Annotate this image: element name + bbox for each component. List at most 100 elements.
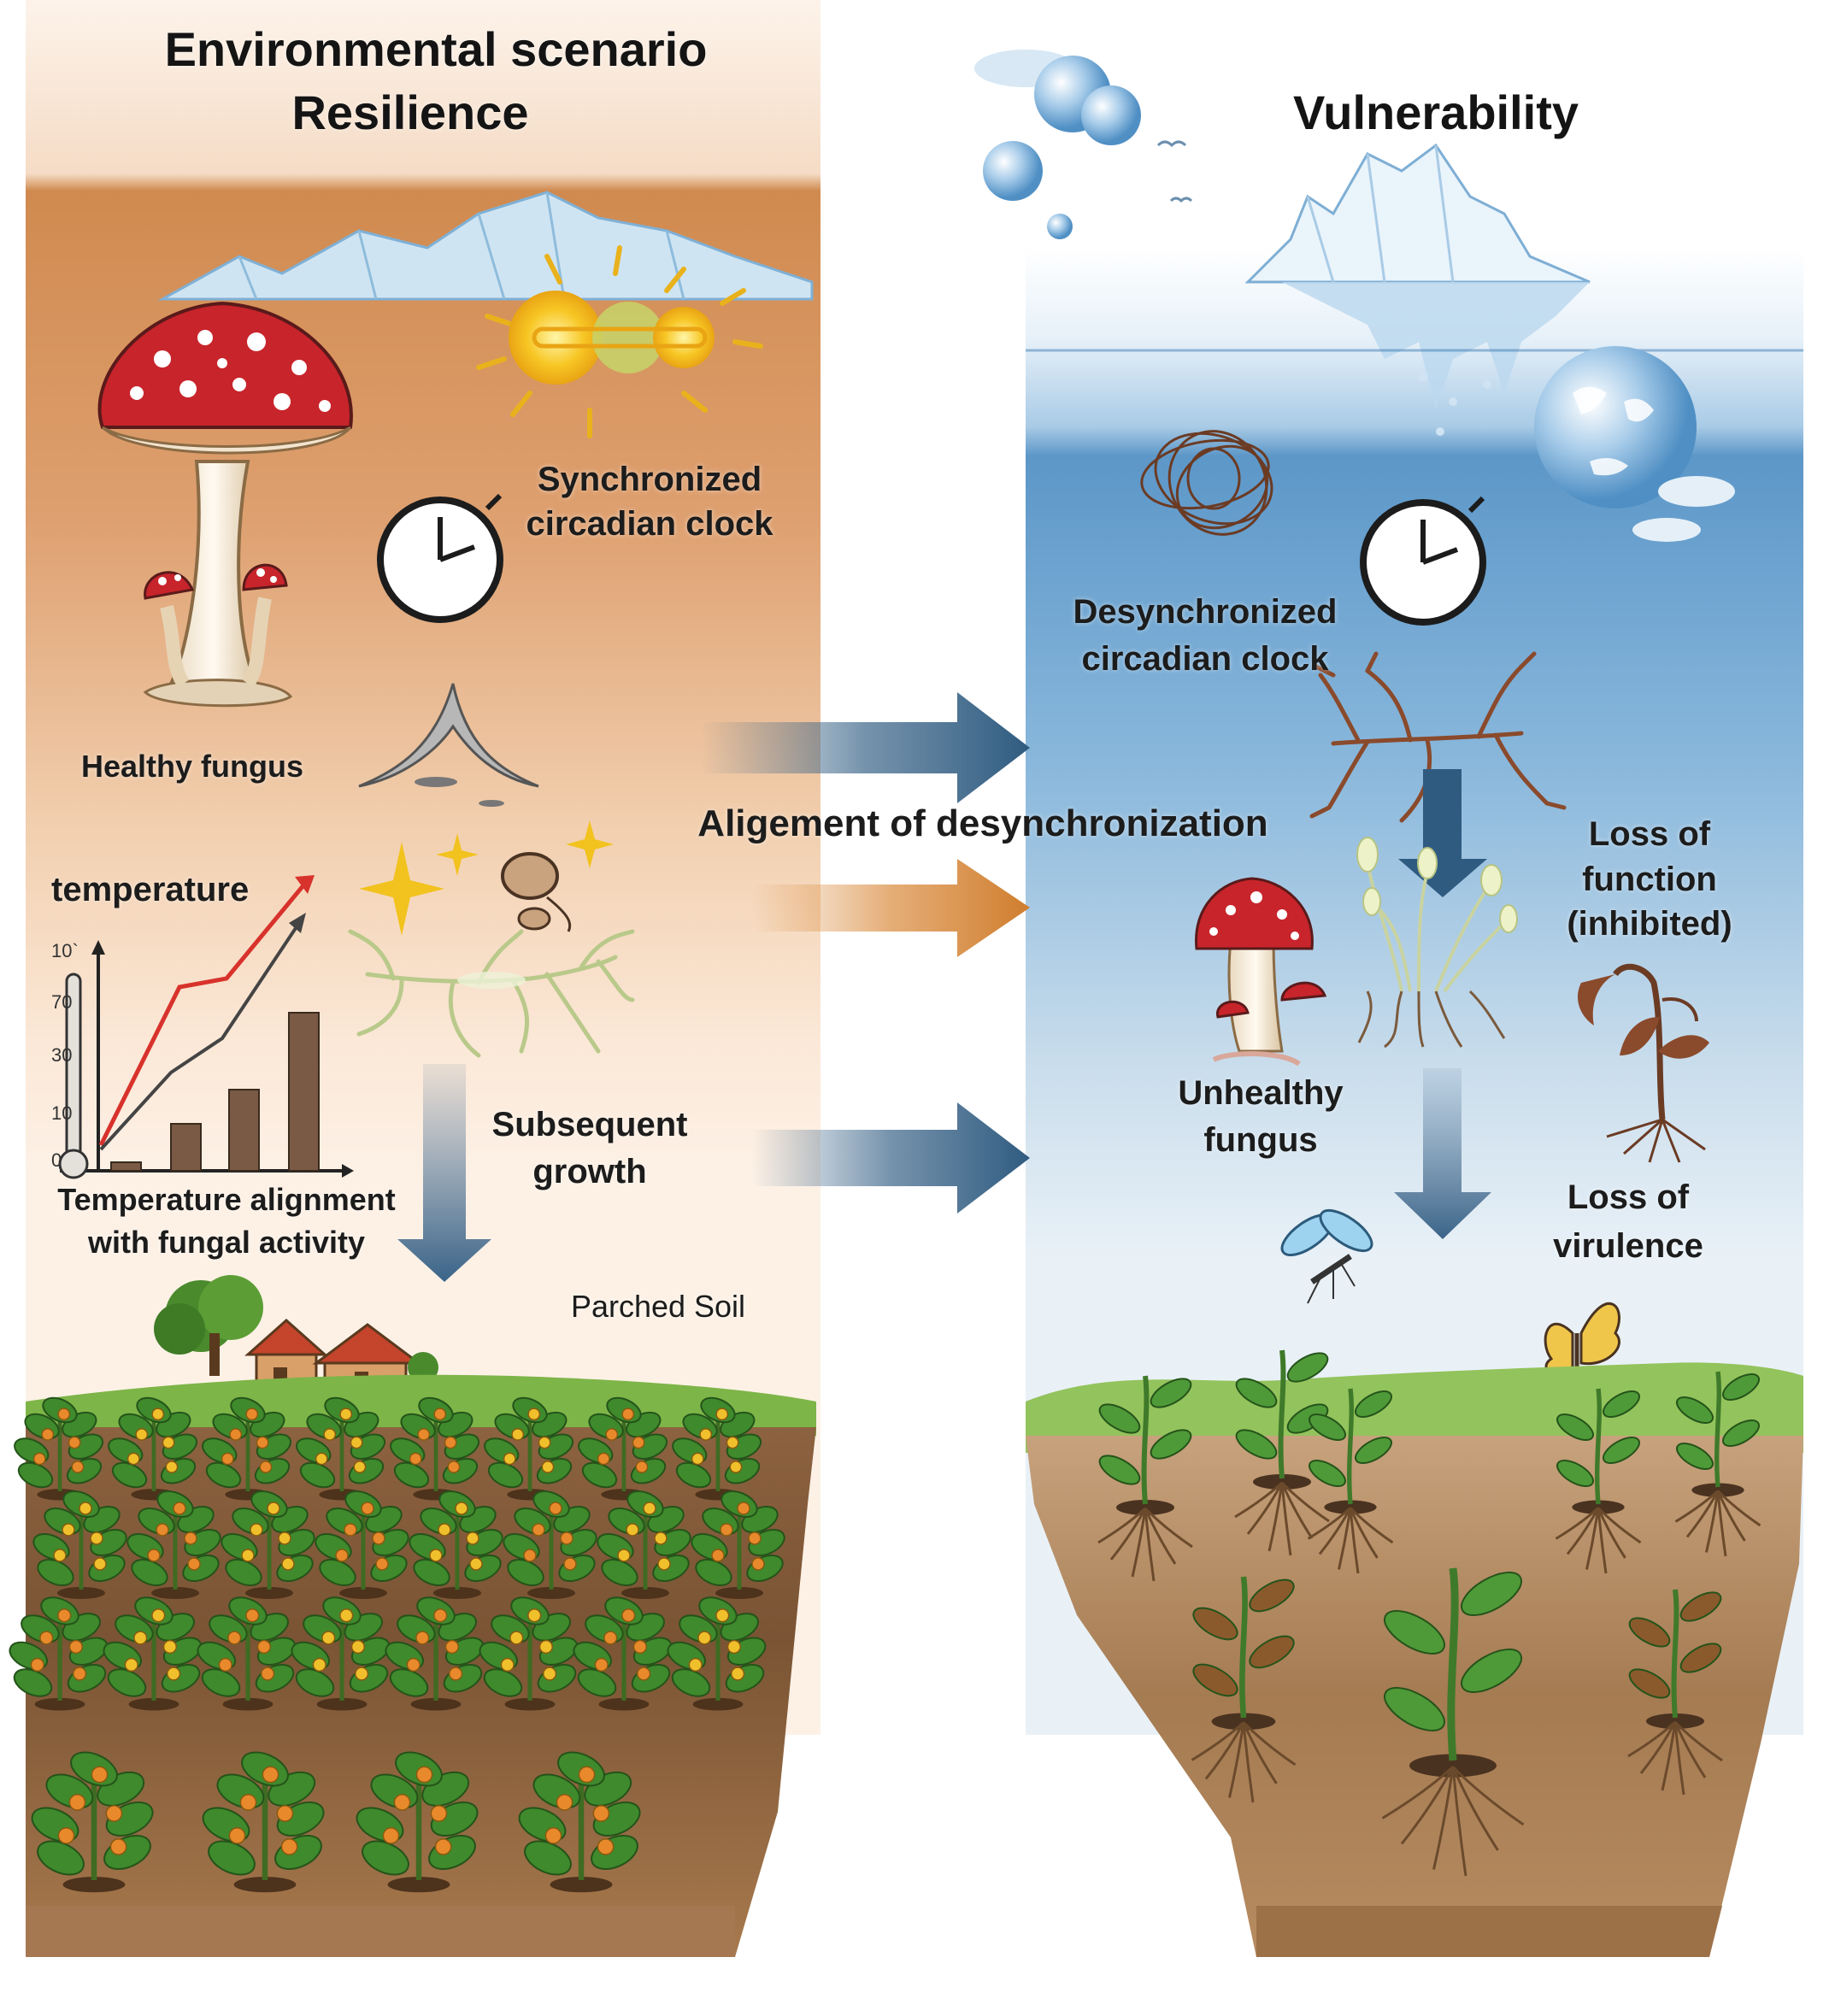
temperature-chart (58, 875, 354, 1179)
crop-plant (221, 1490, 315, 1599)
center-arrow-bottom (752, 1102, 1030, 1214)
crop-plant (108, 1396, 198, 1501)
crop-plant (518, 1751, 641, 1893)
chart-tick-4: 0 (51, 1149, 62, 1171)
healthy-fungus-label: Healthy fungus (81, 749, 304, 784)
sparse-plant (1097, 1375, 1193, 1582)
mosquito-icon (1280, 1208, 1373, 1304)
loss-of-virulence-line1: Loss of (1567, 1178, 1690, 1216)
unhealthy-fungus-line2: fungus (1203, 1121, 1318, 1159)
crop-plant (32, 1490, 127, 1599)
right-panel-bg (1026, 248, 1803, 1735)
mycelium-illustration (348, 929, 635, 1058)
dark-trend-line (99, 921, 301, 1151)
globe-icon (1534, 346, 1735, 542)
chart-bar (170, 1123, 202, 1172)
chart-tick-2: 30 (51, 1044, 73, 1066)
sparse-plant (1381, 1567, 1525, 1877)
sparse-plant (1555, 1388, 1642, 1574)
tangled-threads-icon (1140, 430, 1273, 536)
synchronized-clock-label-line1: Synchronized (537, 461, 762, 498)
right-sparse-plants (1097, 1349, 1761, 1877)
subsequent-growth-label-line1: Subsequent (491, 1106, 688, 1143)
crop-plant (691, 1490, 785, 1599)
synchronized-clock-icon (377, 493, 503, 623)
chart-caption-line1: Temperature alignment (57, 1182, 396, 1217)
chart-bars (110, 1012, 320, 1172)
synchronized-clock-label-line2: circadian clock (526, 505, 773, 543)
sparse-plant (1627, 1589, 1723, 1796)
loss-of-function-line3: (inhibited) (1567, 905, 1732, 943)
left-crop-rows (9, 1396, 785, 1893)
alignment-desynchronization-label: Aligement of desynchronization (697, 802, 1268, 844)
temperature-label: temperature (51, 871, 250, 908)
crop-plant (578, 1396, 668, 1501)
sparse-plant (1674, 1371, 1761, 1557)
chart-bar (110, 1161, 142, 1172)
root-strands (1357, 990, 1506, 1049)
iceberg-illustration (1244, 143, 1591, 436)
sparse-plant (1307, 1388, 1394, 1574)
sparse-plant (1234, 1349, 1330, 1556)
cloud-bubbles-icon (974, 50, 1141, 239)
right-lower-down-arrow (1394, 1068, 1491, 1239)
red-trend-line (98, 879, 309, 1147)
crop-plant (390, 1396, 480, 1501)
crop-plant (672, 1396, 762, 1501)
healthy-mushroom-illustration (97, 301, 353, 708)
left-down-arrow (397, 1064, 491, 1282)
crop-plant (9, 1596, 109, 1711)
chart-bar (228, 1089, 260, 1172)
bird-icon (1156, 140, 1193, 203)
crop-plant (503, 1490, 597, 1599)
chart-tick-0: 10` (51, 940, 79, 961)
subsequent-growth-label-line2: growth (532, 1153, 647, 1190)
unhealthy-mushroom-illustration (1195, 877, 1327, 1067)
tent-shape (358, 683, 539, 788)
crop-plant (296, 1396, 386, 1501)
wilted-plant-illustration (1577, 963, 1709, 1163)
desync-clock-label-line1: Desynchronized (1073, 593, 1338, 631)
desynchronized-clock-icon (1360, 496, 1486, 626)
right-title: Vulnerability (1292, 85, 1579, 139)
crop-plant (291, 1596, 391, 1711)
chart-tick-3: 10 (51, 1102, 73, 1124)
crop-plant (385, 1596, 485, 1711)
loss-of-virulence-line2: virulence (1553, 1227, 1703, 1265)
crop-plant (409, 1490, 503, 1599)
unhealthy-fungus-line1: Unhealthy (1178, 1074, 1344, 1112)
seed-pod-icon (501, 852, 572, 932)
left-title-line2: Resilience (291, 85, 529, 139)
crop-plant (573, 1596, 673, 1711)
left-title-line1: Environmental scenario (164, 22, 708, 76)
sun-icon (476, 245, 763, 438)
crop-plant (315, 1490, 409, 1599)
crop-plant (126, 1490, 221, 1599)
crop-plant (202, 1751, 325, 1893)
chart-bar (288, 1012, 320, 1172)
crop-plant (103, 1596, 203, 1711)
crop-plant (667, 1596, 767, 1711)
sparse-plant (1191, 1576, 1297, 1803)
chart-tick-1: 70 (51, 991, 73, 1013)
loss-of-function-line2: function (1582, 861, 1717, 898)
butterfly-icon (1544, 1302, 1620, 1374)
center-arrow-middle (752, 859, 1030, 957)
sparkle-icon (359, 820, 614, 936)
crop-plant (202, 1396, 292, 1501)
parched-soil-label: Parched Soil (570, 1289, 746, 1324)
crop-plant (31, 1751, 154, 1893)
crop-plant (597, 1490, 691, 1599)
desync-clock-label-line2: circadian clock (1081, 640, 1329, 678)
center-arrow-top (701, 692, 1030, 803)
branching-hyphae-illustration (1309, 651, 1567, 823)
crop-plant (197, 1596, 297, 1711)
right-hills (1026, 1362, 1803, 1453)
crop-plant (356, 1751, 479, 1893)
chart-caption-line2: with fungal activity (87, 1225, 366, 1260)
loss-of-function-line1: Loss of (1588, 815, 1711, 853)
crop-plant (479, 1596, 579, 1711)
sprouting-fungus-illustration (1366, 862, 1506, 993)
